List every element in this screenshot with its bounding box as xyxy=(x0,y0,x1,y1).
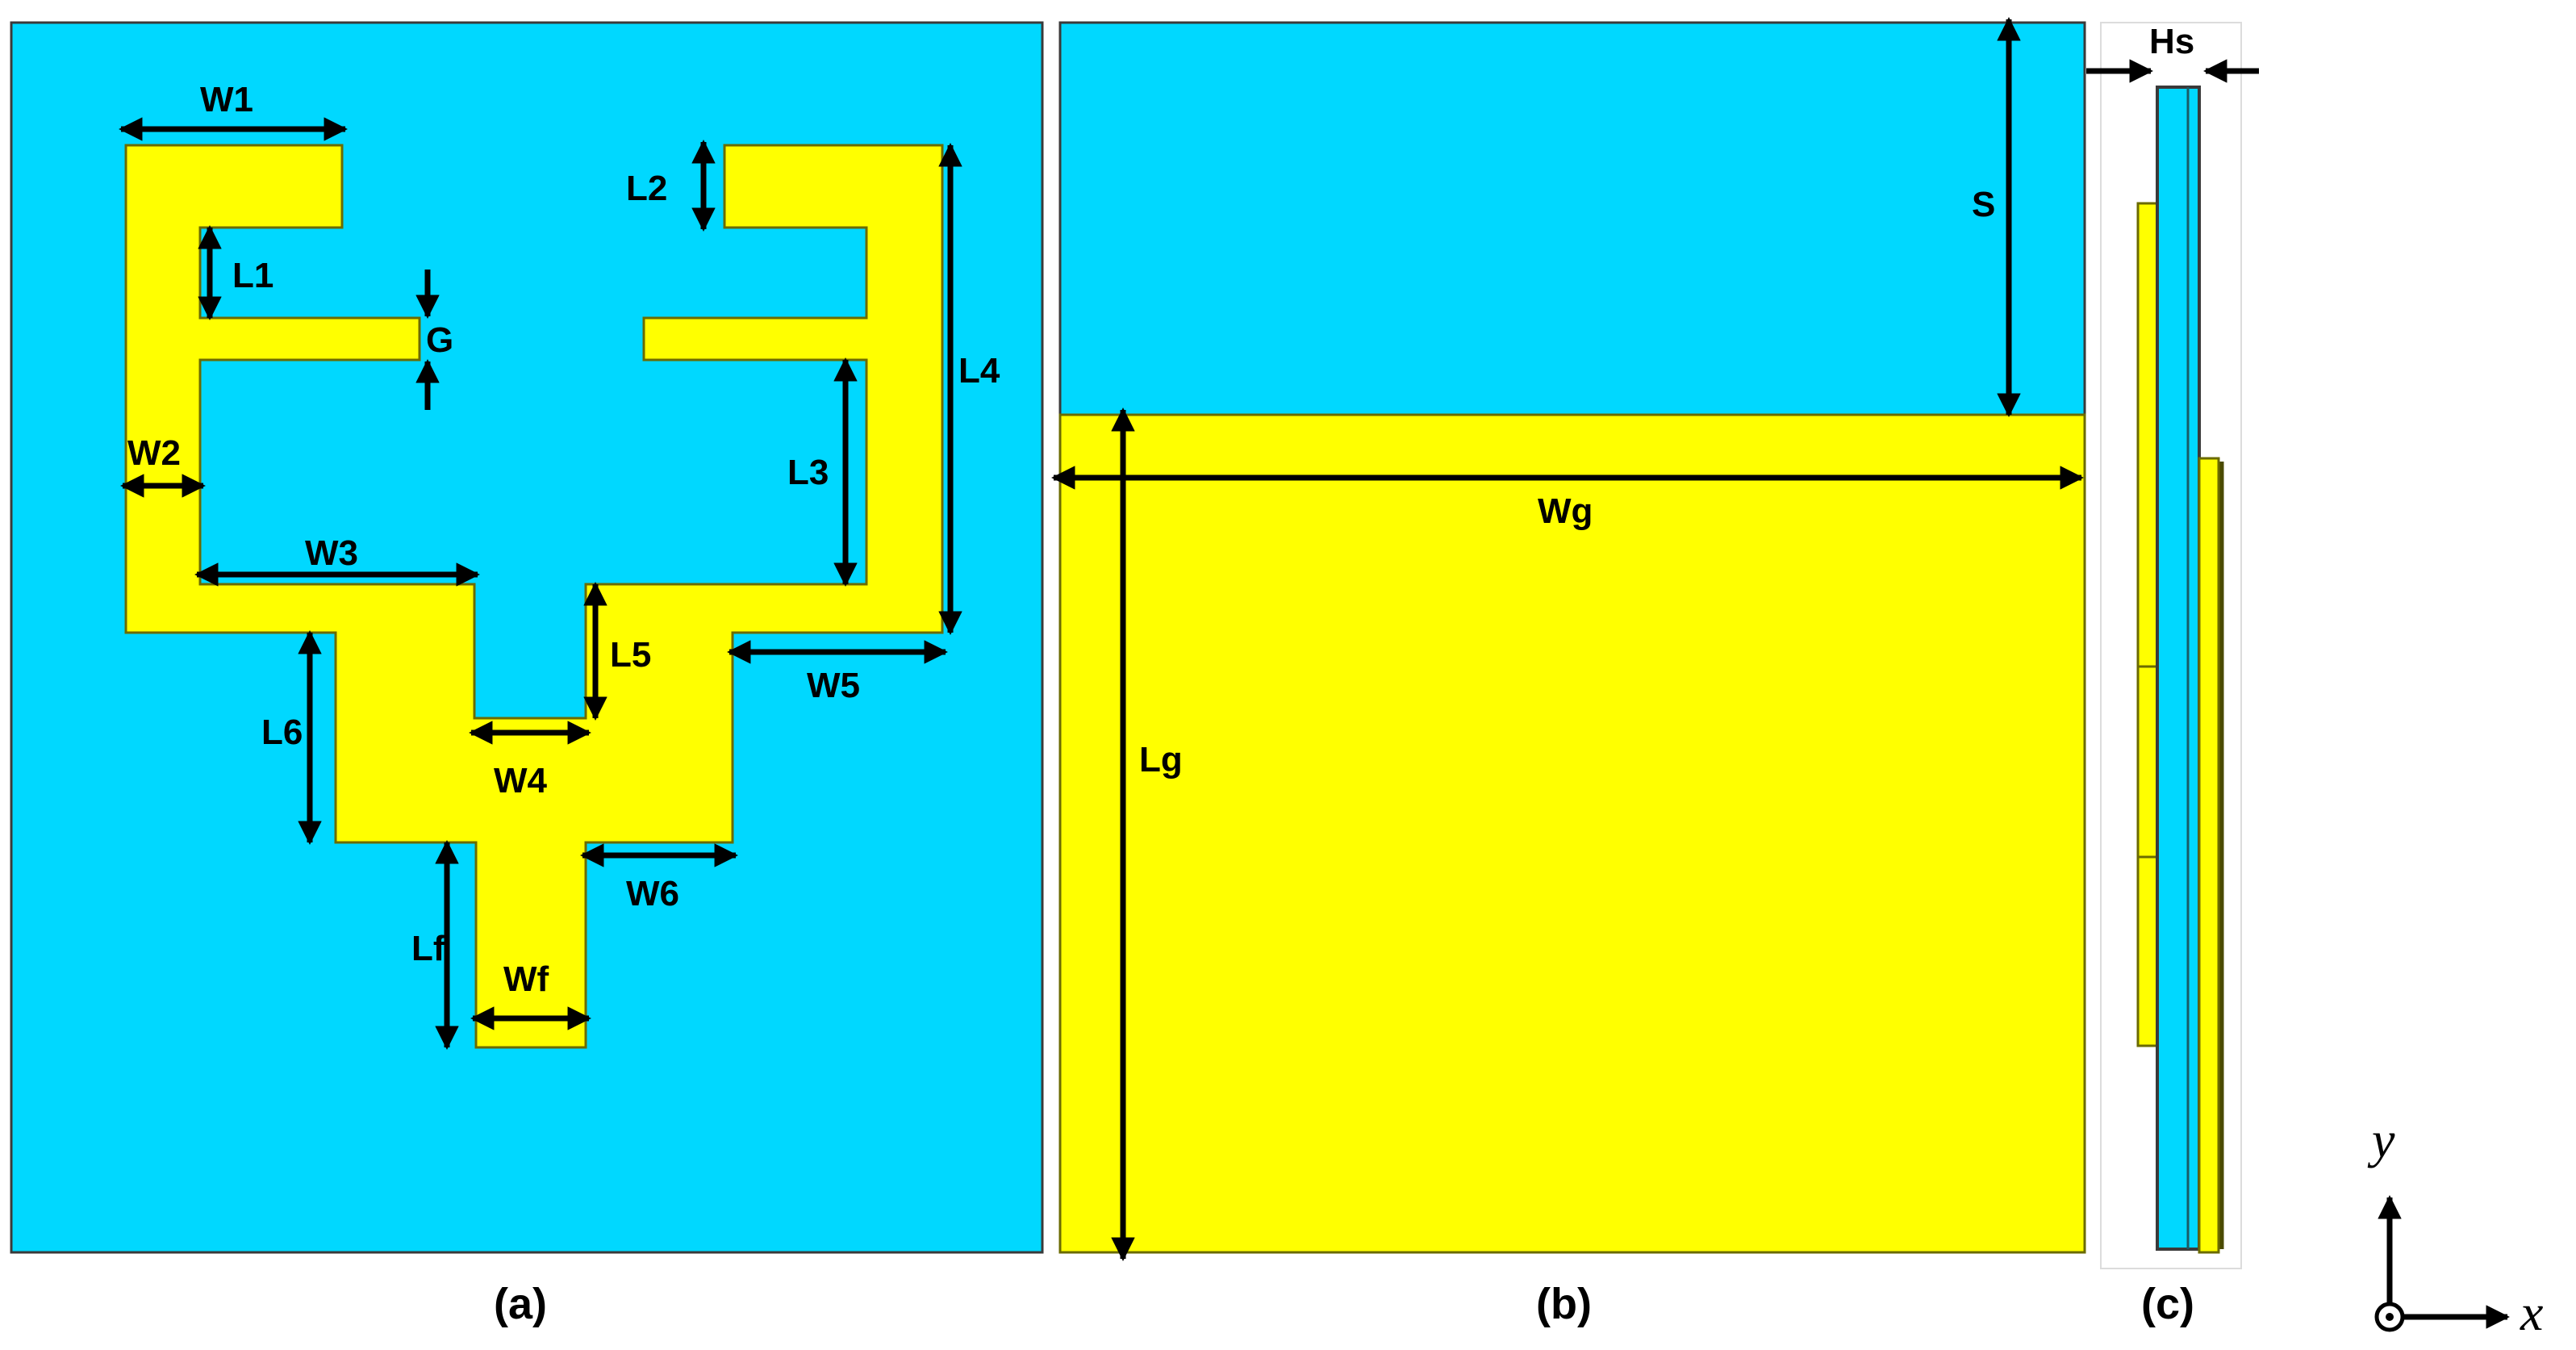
panel-a-top-view: W1 L1 G L2 L4 L3 W2 W3 L5 W5 W4 L6 W6 Lf… xyxy=(10,21,1044,1328)
W2-label: W2 xyxy=(127,433,181,473)
Lf-label: Lf xyxy=(411,929,445,968)
panel-b-caption: (b) xyxy=(1536,1280,1592,1328)
Lg-label: Lg xyxy=(1139,740,1183,779)
L5-label: L5 xyxy=(610,635,651,675)
Hs-label: Hs xyxy=(2149,22,2194,61)
W4-label: W4 xyxy=(494,761,548,800)
ground-plane xyxy=(1058,413,2086,1254)
panel-a-caption: (a) xyxy=(494,1280,547,1328)
panel-b-bottom-view: S Wg Lg (b) xyxy=(1051,17,2086,1328)
L2-label: L2 xyxy=(626,169,667,208)
L6-label: L6 xyxy=(261,713,303,752)
Wg-label: Wg xyxy=(1538,491,1593,531)
out-of-page-dot-center xyxy=(2386,1313,2394,1321)
W6-label: W6 xyxy=(626,874,679,913)
side-view-substrate xyxy=(2156,86,2201,1251)
coordinate-axes: y x xyxy=(2367,1111,2543,1341)
G-label: G xyxy=(426,320,453,360)
W5-label: W5 xyxy=(807,666,860,705)
radiating-patch xyxy=(124,144,944,1049)
W1-label: W1 xyxy=(200,80,253,119)
W3-label: W3 xyxy=(305,533,358,573)
y-axis-label: y xyxy=(2367,1111,2395,1168)
x-axis-label: x xyxy=(2520,1284,2543,1341)
panel-c-caption: (c) xyxy=(2141,1280,2194,1328)
L1-label: L1 xyxy=(232,256,273,295)
panel-c-side-view: Hs (c) xyxy=(2086,22,2259,1328)
L3-label: L3 xyxy=(787,453,829,492)
Wf-label: Wf xyxy=(503,959,549,999)
S-label: S xyxy=(1972,185,1995,224)
L4-label: L4 xyxy=(958,351,1000,391)
side-view-ground-layer xyxy=(2198,457,2220,1254)
side-view-patch-layer xyxy=(2136,202,2159,1047)
